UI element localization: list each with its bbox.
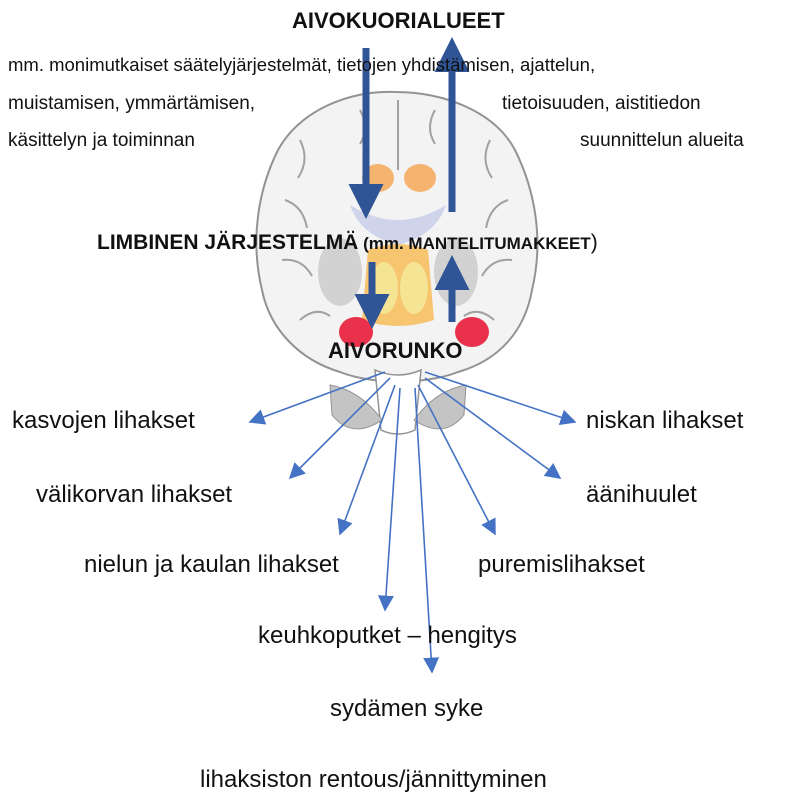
cortex-desc-line-3b: suunnittelun alueita bbox=[580, 131, 744, 150]
amygdala-label: MANTELITUMAKKEET bbox=[408, 234, 590, 253]
target-aanihuulet: äänihuulet bbox=[586, 483, 697, 507]
limbic-paren-close: ) bbox=[591, 231, 598, 254]
target-sydamen-syke: sydämen syke bbox=[330, 697, 483, 721]
brain-illustration bbox=[256, 92, 537, 434]
target-kasvojen-lihakset: kasvojen lihakset bbox=[12, 409, 195, 433]
cortex-title: AIVOKUORIALUEET bbox=[292, 10, 505, 32]
ventricle-right bbox=[404, 164, 436, 192]
target-nielun-ja-kaulan-lihakset: nielun ja kaulan lihakset bbox=[84, 553, 339, 577]
target-niskan-lihakset: niskan lihakset bbox=[586, 409, 743, 433]
cortex-desc-line-3a: käsittelyn ja toiminnan bbox=[8, 131, 195, 150]
thalamus-inner-right bbox=[400, 262, 428, 314]
limbic-title: LIMBINEN JÄRJESTELMÄ bbox=[97, 231, 358, 254]
cortex-desc-line-2b: tietoisuuden, aistitiedon bbox=[502, 94, 701, 113]
cortex-desc-line-2a: muistamisen, ymmärtämisen, bbox=[8, 94, 255, 113]
target-valikorvan-lihakset: välikorvan lihakset bbox=[36, 483, 232, 507]
target-puremislihakset: puremislihakset bbox=[478, 553, 645, 577]
target-keuhkoputket-hengitys: keuhkoputket – hengitys bbox=[258, 624, 517, 648]
limbic-system-label: LIMBINEN JÄRJESTELMÄ (mm. MANTELITUMAKKE… bbox=[97, 232, 598, 253]
cerebellum-left bbox=[330, 385, 382, 429]
target-lihaksiston-rentous: lihaksiston rentous/jännittyminen bbox=[200, 768, 547, 792]
limbic-paren-open: (mm. bbox=[358, 234, 408, 253]
brainstem-title: AIVORUNKO bbox=[328, 340, 462, 362]
cortex-desc-line-1: mm. monimutkaiset säätelyjärjestelmät, t… bbox=[8, 56, 595, 75]
